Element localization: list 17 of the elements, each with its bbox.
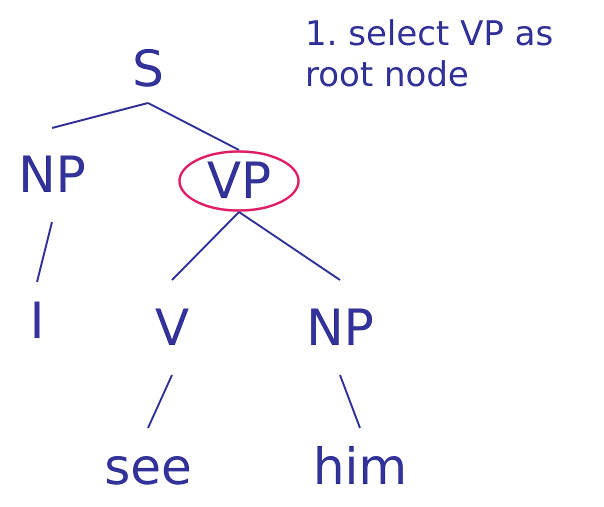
tree-branch xyxy=(148,102,240,151)
tree-branch xyxy=(36,222,53,282)
node-label: NP xyxy=(306,302,374,352)
node-label: I xyxy=(30,296,44,346)
circled-tree-node xyxy=(178,150,300,212)
node-label: S xyxy=(132,44,164,94)
node-label: V xyxy=(154,302,190,352)
tree-branch xyxy=(147,374,173,428)
tree-branch xyxy=(171,211,240,281)
node-label: NP xyxy=(18,150,86,200)
tree-branch xyxy=(52,102,148,129)
node-label: see xyxy=(104,442,192,492)
tree-branch xyxy=(339,374,361,428)
node-label: VP xyxy=(206,156,272,206)
node-label: him xyxy=(312,442,408,492)
tree-branch xyxy=(238,211,341,281)
step-note: 1. select VP as root node xyxy=(305,14,554,96)
